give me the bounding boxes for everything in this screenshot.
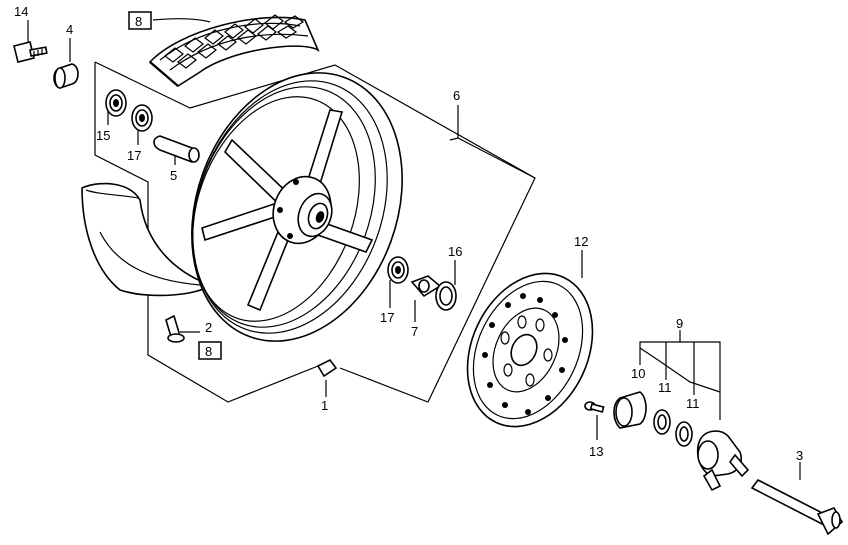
callout-1: 1 <box>321 398 328 413</box>
callout-2: 2 <box>205 320 212 335</box>
bracket-9 <box>639 341 721 348</box>
bracket-9-diagonal <box>639 347 721 393</box>
callout-15: 15 <box>96 128 110 143</box>
part-15-bearing <box>105 89 127 117</box>
part-17-bearing-bottom <box>387 256 409 284</box>
callout-labels: 14 4 8 15 17 5 6 2 8 1 16 17 7 12 9 10 1… <box>14 4 803 463</box>
callout-4: 4 <box>66 22 73 37</box>
part-9-speedometer-gearbox <box>696 430 750 492</box>
leader-8-top <box>152 18 211 23</box>
part-3-axle <box>750 478 844 536</box>
part-11-washer-b <box>675 421 693 447</box>
part-4-collar <box>53 63 79 89</box>
part-6-wheel-rim <box>191 72 403 342</box>
part-13-disc-bolt <box>584 401 605 413</box>
callout-5: 5 <box>170 168 177 183</box>
bracket-right <box>94 61 536 403</box>
part-14-axle-bolt <box>13 41 48 63</box>
leader-6-tip <box>449 137 536 179</box>
part-1-balance-weight <box>316 358 338 378</box>
callout-3: 3 <box>796 448 803 463</box>
callout-10: 10 <box>631 366 645 381</box>
part-16-dust-seal <box>435 281 457 311</box>
callout-13: 13 <box>589 444 603 459</box>
callout-11-b: 11 <box>686 396 700 411</box>
callout-14: 14 <box>14 4 28 19</box>
part-10-gear <box>613 391 647 429</box>
callout-17-top: 17 <box>127 148 141 163</box>
callout-6: 6 <box>453 88 460 103</box>
leader-lines <box>27 18 801 480</box>
part-8-tire-bottom <box>81 182 212 297</box>
callout-17-bottom: 17 <box>380 310 394 325</box>
callout-16: 16 <box>448 244 462 259</box>
part-11-washer-a <box>653 409 671 435</box>
callout-7: 7 <box>411 324 418 339</box>
callout-box-8-bottom <box>198 341 222 360</box>
part-8-tire-top <box>148 14 320 87</box>
callout-9: 9 <box>676 316 683 331</box>
callout-box-8-top <box>128 11 152 30</box>
part-5-spacer <box>153 135 200 163</box>
callout-12: 12 <box>574 234 588 249</box>
callout-8-top: 8 <box>135 14 142 29</box>
callout-11-a: 11 <box>658 380 672 395</box>
callout-8-bottom: 8 <box>205 344 212 359</box>
part-2-valve <box>165 314 185 343</box>
part-17-bearing-top <box>131 104 153 132</box>
part-12-brake-disc <box>466 272 594 428</box>
